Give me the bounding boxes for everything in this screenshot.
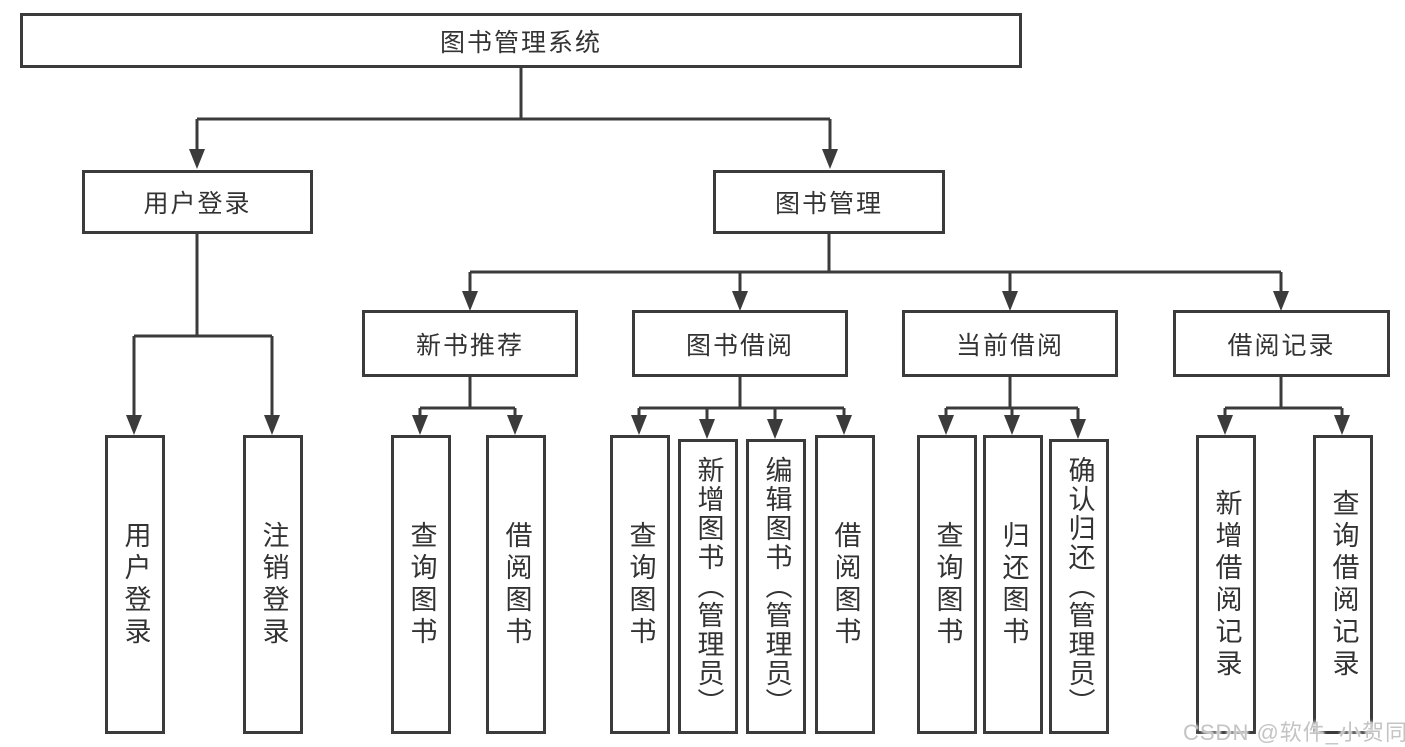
node-current-borrowing: 当前借阅 <box>902 310 1118 377</box>
leaf-label: 新增图书（管理员） <box>693 456 724 717</box>
node-label: 图书管理系统 <box>439 28 602 57</box>
leaf-label: 查询借阅记录 <box>1328 488 1359 681</box>
watermark: CSDN @软件_小贺同学 <box>1183 720 1405 745</box>
node-label: 图书管理 <box>774 190 883 218</box>
node-book-borrowing: 图书借阅 <box>632 310 848 377</box>
node-label: 用户登录 <box>143 190 252 218</box>
leaf-query-books-borrowing: 查询图书 <box>610 435 670 734</box>
leaf-label: 查询图书 <box>625 520 656 649</box>
leaf-logout: 注销登录 <box>243 435 303 734</box>
leaf-user-login: 用户登录 <box>105 435 165 734</box>
leaf-label: 注销登录 <box>258 520 289 649</box>
leaf-label: 编辑图书（管理员） <box>761 456 792 717</box>
leaf-query-books-recommend: 查询图书 <box>391 435 451 734</box>
node-borrowing-records: 借阅记录 <box>1173 310 1390 377</box>
leaf-query-borrow-record: 查询借阅记录 <box>1313 435 1373 734</box>
leaf-label: 借阅图书 <box>830 520 861 649</box>
node-label: 借阅记录 <box>1227 331 1336 360</box>
leaf-label: 新增借阅记录 <box>1211 488 1242 681</box>
node-user-login: 用户登录 <box>82 170 313 234</box>
leaf-borrow-books: 借阅图书 <box>815 435 875 734</box>
node-new-book-recommend: 新书推荐 <box>362 310 578 377</box>
leaf-edit-books-admin: 编辑图书（管理员） <box>746 439 806 734</box>
leaf-label: 查询图书 <box>932 520 963 649</box>
leaf-return-books: 归还图书 <box>983 435 1043 734</box>
leaf-label: 用户登录 <box>120 520 151 649</box>
node-label: 新书推荐 <box>415 331 524 360</box>
leaf-label: 查询图书 <box>406 520 437 649</box>
leaf-label: 归还图书 <box>998 520 1029 649</box>
leaf-query-books-current: 查询图书 <box>917 435 977 734</box>
leaf-label: 确认归还（管理员） <box>1064 456 1095 717</box>
leaf-confirm-return-admin: 确认归还（管理员） <box>1049 439 1109 734</box>
leaf-label: 借阅图书 <box>501 520 532 649</box>
leaf-add-borrow-record: 新增借阅记录 <box>1196 435 1256 734</box>
node-label: 当前借阅 <box>955 331 1064 360</box>
leaf-add-books-admin: 新增图书（管理员） <box>678 439 738 734</box>
leaf-borrow-books-recommend: 借阅图书 <box>486 435 546 734</box>
node-library-management-system: 图书管理系统 <box>20 13 1022 68</box>
node-label: 图书借阅 <box>685 331 794 360</box>
node-book-management: 图书管理 <box>713 170 945 234</box>
